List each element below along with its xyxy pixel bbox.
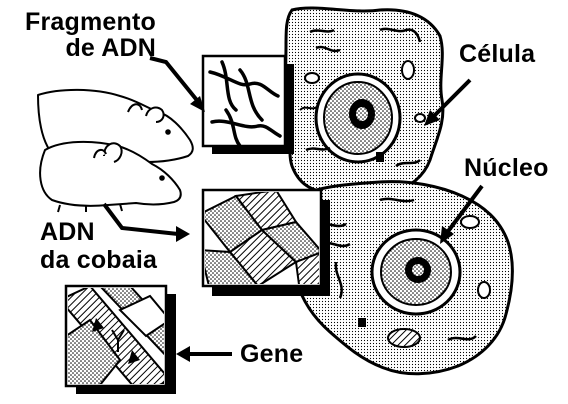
label-nucleo: Núcleo — [464, 156, 549, 181]
label-de-adn: de ADN — [6, 36, 156, 61]
arrow-adn — [104, 204, 190, 242]
label-da-cobaia: da cobaia — [40, 248, 157, 273]
dna-helix-box — [200, 190, 330, 296]
label-fragmento: Fragmento — [6, 10, 156, 35]
label-adn: ADN — [40, 220, 95, 245]
cell-top — [286, 8, 443, 193]
gene-box — [60, 286, 176, 394]
arrow-fragmento — [150, 58, 205, 112]
arrow-gene — [176, 346, 232, 362]
label-celula: Célula — [459, 42, 535, 67]
label-gene: Gene — [240, 342, 303, 367]
dna-fragment-box — [203, 56, 294, 154]
